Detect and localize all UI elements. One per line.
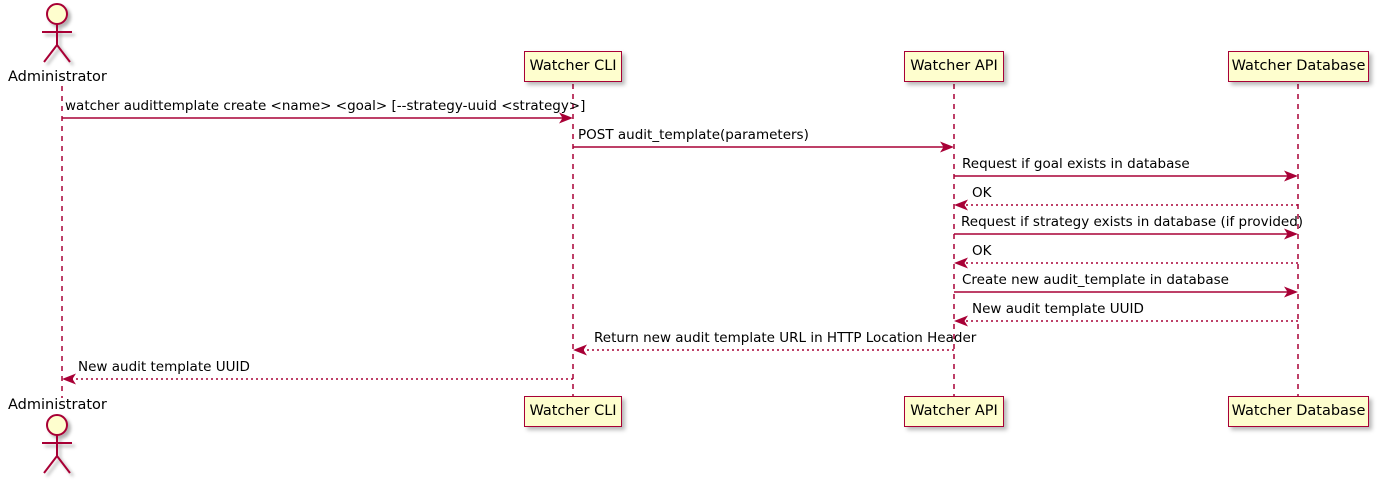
participant-box-watcher-cli-top[interactable]: Watcher CLI xyxy=(524,51,622,82)
message-arrow-2 xyxy=(573,141,954,153)
participant-label-watcher-cli-bottom: Watcher CLI xyxy=(529,403,617,420)
participant-label-watcher-cli: Watcher CLI xyxy=(529,58,617,75)
actor-label-administrator-top: Administrator xyxy=(8,69,107,85)
message-arrow-7 xyxy=(954,286,1298,298)
participant-box-watcher-api-bottom[interactable]: Watcher API xyxy=(904,396,1004,427)
participant-box-watcher-cli-bottom[interactable]: Watcher CLI xyxy=(524,396,622,427)
message-arrow-5 xyxy=(954,228,1298,240)
message-arrow-6 xyxy=(954,257,1298,269)
participant-box-watcher-database-bottom[interactable]: Watcher Database xyxy=(1228,396,1369,427)
message-arrow-1 xyxy=(62,112,573,124)
message-label-1: watcher audittemplate create <name> <goa… xyxy=(65,98,586,114)
message-arrow-8 xyxy=(954,315,1298,327)
participant-label-watcher-api: Watcher API xyxy=(910,58,998,75)
message-arrow-9 xyxy=(573,344,954,356)
message-label-7: Create new audit_template in database xyxy=(962,272,1229,288)
message-label-8: New audit template UUID xyxy=(972,301,1144,317)
message-arrow-4 xyxy=(954,199,1298,211)
lifelines xyxy=(61,84,1299,398)
message-label-9: Return new audit template URL in HTTP Lo… xyxy=(594,330,977,346)
message-arrow-10 xyxy=(62,373,573,385)
actor-label-administrator-bottom: Administrator xyxy=(8,397,107,413)
participant-box-watcher-database-top[interactable]: Watcher Database xyxy=(1228,51,1369,82)
message-label-6: OK xyxy=(972,243,992,259)
message-label-2: POST audit_template(parameters) xyxy=(578,127,809,143)
participant-box-watcher-api-top[interactable]: Watcher API xyxy=(904,51,1004,82)
participant-label-watcher-database-bottom: Watcher Database xyxy=(1231,403,1366,420)
message-label-3: Request if goal exists in database xyxy=(962,156,1190,172)
message-arrow-3 xyxy=(954,170,1298,182)
actor-administrator-bottom xyxy=(42,414,72,474)
participant-label-watcher-api-bottom: Watcher API xyxy=(910,403,998,420)
participant-label-watcher-database: Watcher Database xyxy=(1231,58,1366,75)
message-label-5: Request if strategy exists in database (… xyxy=(961,214,1304,230)
message-label-4: OK xyxy=(972,185,992,201)
actor-administrator-top xyxy=(42,3,72,63)
message-label-10: New audit template UUID xyxy=(78,359,250,375)
